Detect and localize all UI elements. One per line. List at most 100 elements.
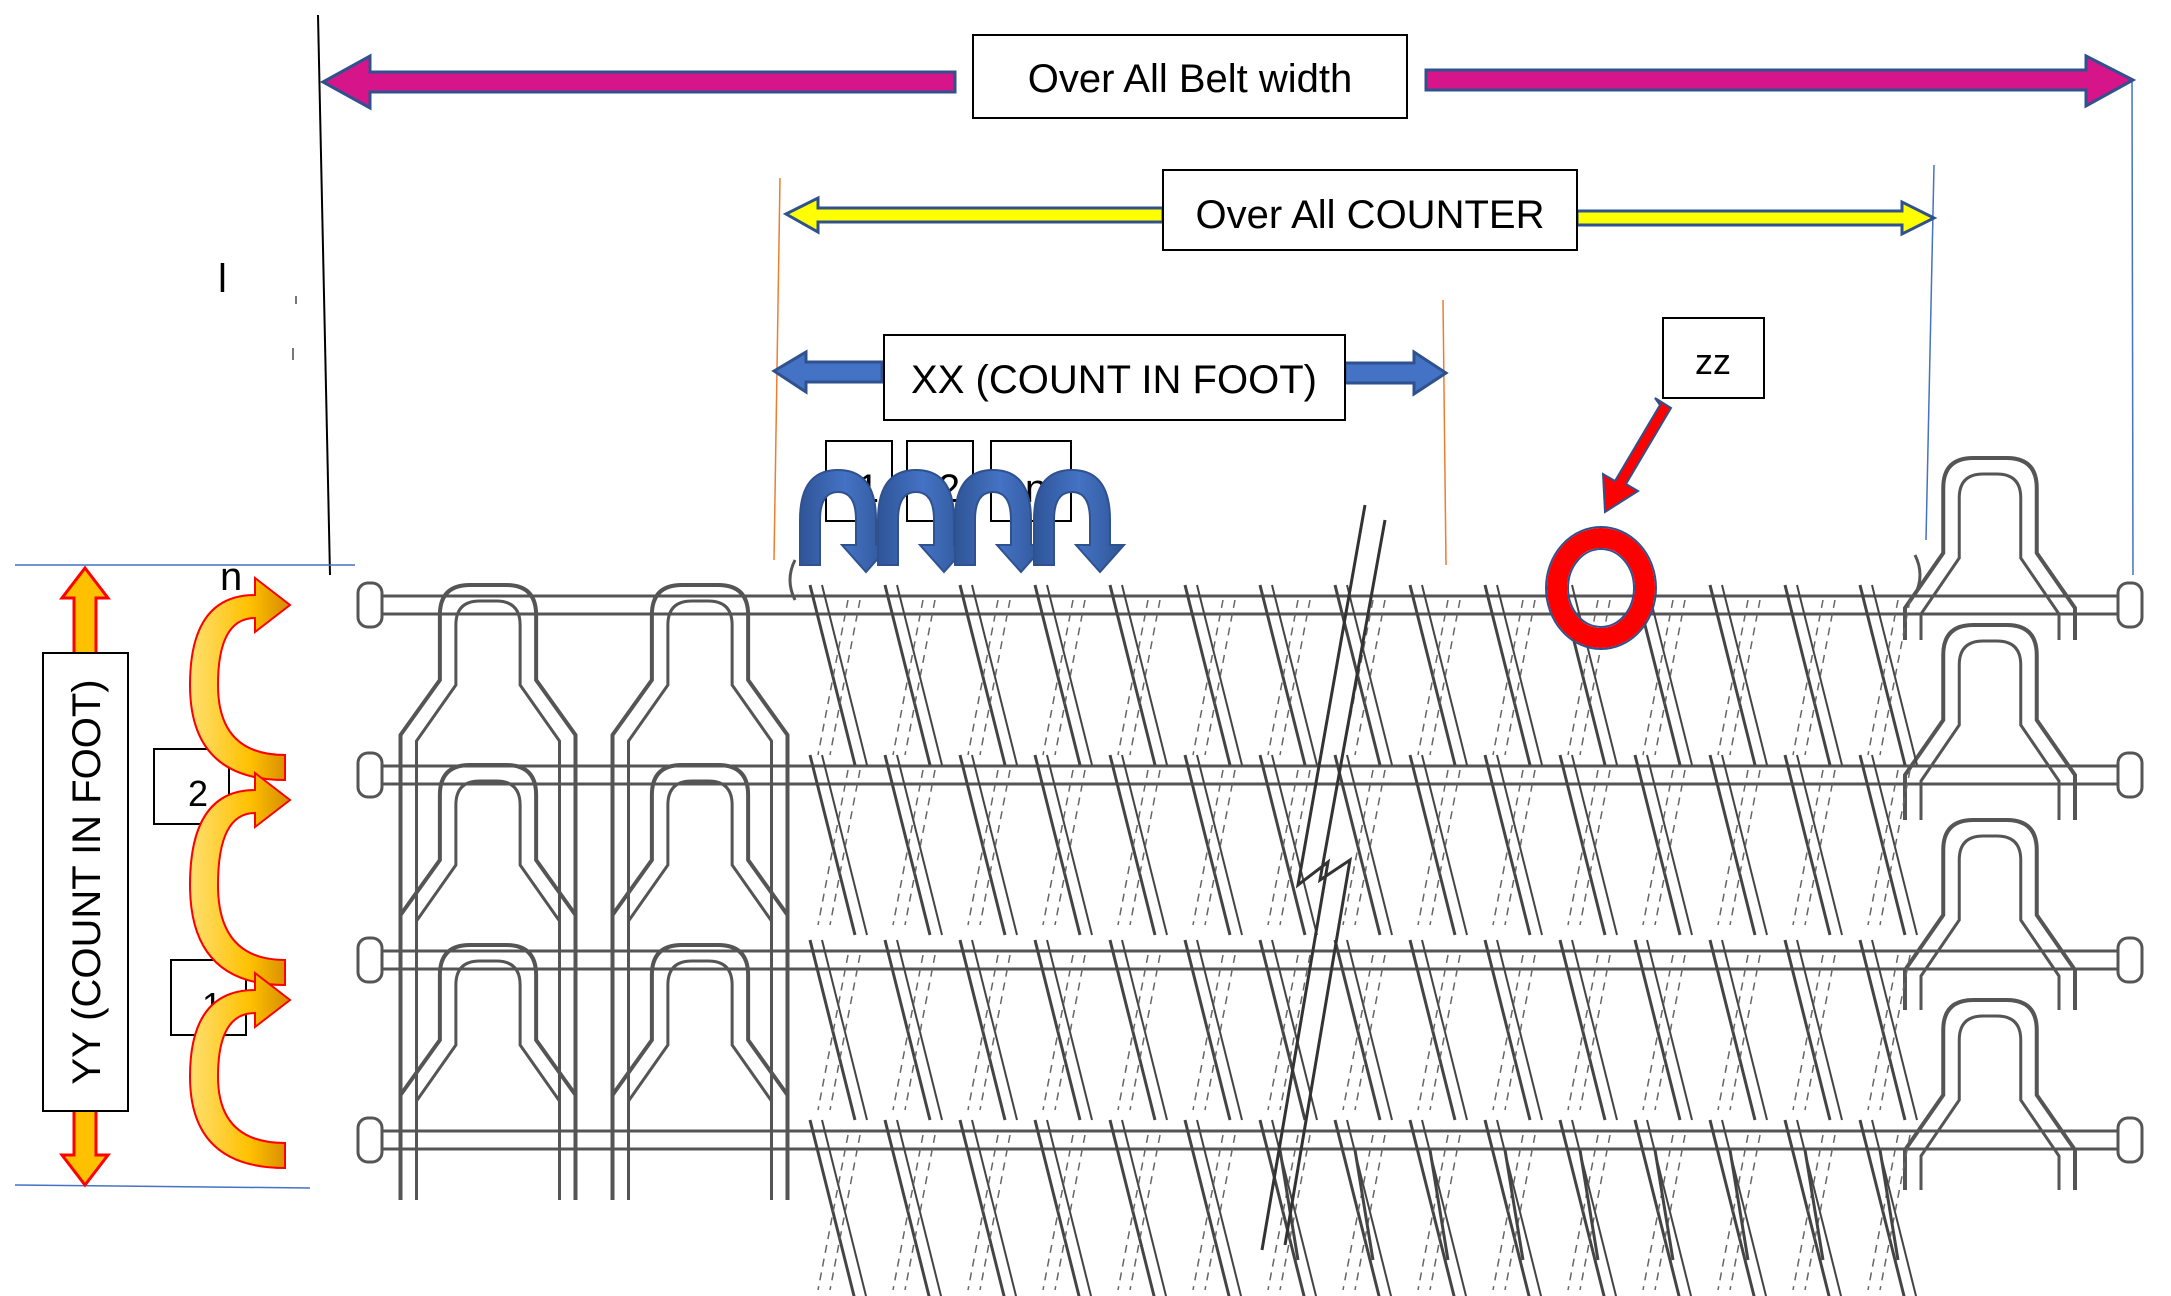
spiral-wire-hidden: [1804, 954, 1836, 1111]
curved-down-arrow-icon: [799, 468, 1127, 574]
edge-link: [1903, 818, 2077, 1010]
spiral-wires: [788, 554, 1922, 1296]
spiral-wire-hidden: [1042, 599, 1074, 756]
spiral-wire: [1558, 939, 1607, 1121]
spiral-wire: [1858, 939, 1907, 1121]
spiral-wire-hidden: [817, 1134, 849, 1291]
spiral-wire-edge: [1421, 939, 1468, 1121]
rod-end-left: [356, 936, 384, 984]
zz-box: [1662, 317, 1765, 399]
belt-width-box: [972, 34, 1408, 119]
spiral-wire-hidden: [1192, 1134, 1224, 1291]
spiral-wire-edge: [1796, 584, 1843, 766]
spiral-wire: [1033, 1119, 1081, 1296]
spiral-wire: [1183, 1119, 1231, 1296]
xx-label: XX (COUNT IN FOOT): [911, 358, 1317, 402]
spiral-wire-hidden: [1042, 1134, 1074, 1291]
spiral-wire-hidden: [1354, 1134, 1386, 1291]
spiral-wire-hidden: [1129, 1134, 1161, 1291]
cross-rod: [363, 764, 2137, 786]
spiral-wire-hidden: [979, 769, 1011, 926]
spiral-wire-hidden: [1354, 954, 1386, 1111]
spiral-wire-edge: [1121, 939, 1168, 1121]
xx-arrow-left: [771, 349, 884, 395]
spiral-wire: [1033, 754, 1082, 936]
spiral-wire: [883, 939, 932, 1121]
spiral-wire: [1333, 1119, 1381, 1296]
spiral-wire-hidden: [1204, 769, 1236, 926]
spiral-wire-edge: [1871, 584, 1918, 766]
spiral-wire-edge: [1121, 584, 1168, 766]
spiral-wire-edge: [1046, 584, 1093, 766]
spiral-wire-hidden: [1879, 769, 1911, 926]
spiral-end: [788, 559, 797, 601]
spiral-wire-hidden: [967, 769, 999, 926]
spiral-wire-hidden: [1342, 769, 1374, 926]
spiral-wire-hidden: [1717, 954, 1749, 1111]
spiral-wire-hidden: [1492, 1134, 1524, 1291]
spiral-wire-hidden: [1354, 769, 1386, 926]
stray-letter-n: n: [220, 555, 242, 599]
ring-marker-outline: [1545, 526, 1657, 650]
spiral-wire: [1653, 1149, 1675, 1261]
spiral-wire-hidden: [967, 599, 999, 756]
spiral-wire-edge: [1796, 1119, 1843, 1296]
spiral-wire: [1408, 754, 1457, 936]
spiral-wire-hidden: [1504, 769, 1536, 926]
spiral-wire-hidden: [1204, 599, 1236, 756]
spiral-wire: [1408, 1119, 1456, 1296]
spiral-wire-hidden: [1654, 599, 1686, 756]
spiral-wire-edge: [1271, 584, 1318, 766]
spiral-wire: [1258, 939, 1307, 1121]
cross-rod: [363, 949, 2137, 971]
spiral-wire: [1483, 1119, 1531, 1296]
spiral-wire-hidden: [1504, 954, 1536, 1111]
spiral-wire-hidden: [1867, 954, 1899, 1111]
spiral-wire: [808, 584, 857, 766]
rod-end-right: [2116, 1116, 2144, 1164]
spiral-wire: [1258, 584, 1307, 766]
edge-link-inner: [1919, 639, 2061, 820]
spiral-wire-edge: [1496, 584, 1543, 766]
spiral-wire-hidden: [1117, 599, 1149, 756]
spiral-wire-hidden: [1804, 599, 1836, 756]
spiral-wire-hidden: [892, 769, 924, 926]
xx-arrow-right: [1343, 349, 1449, 397]
spiral-wire-hidden: [1342, 1134, 1374, 1291]
spiral-wire: [1333, 939, 1382, 1121]
spiral-count: 1 2 n: [799, 440, 1127, 574]
yy-label: YY (COUNT IN FOOT): [65, 679, 109, 1084]
spiral-wire-hidden: [1567, 769, 1599, 926]
spiral-wire: [1408, 584, 1457, 766]
spiral-wire-hidden: [1492, 769, 1524, 926]
spiral-wire-edge: [1496, 1119, 1543, 1296]
spiral-wire-hidden: [1504, 599, 1536, 756]
spiral-wire-edge: [1721, 939, 1768, 1121]
belt-drawing: [356, 456, 2144, 1296]
yy-box: [42, 652, 129, 1112]
rod-end-left: [356, 751, 384, 799]
spiral-wire-hidden: [979, 954, 1011, 1111]
spiral-wire: [883, 584, 932, 766]
spiral-wire-hidden: [1054, 599, 1086, 756]
spiral-wire-hidden: [1729, 1134, 1761, 1291]
spiral-wire-edge: [1346, 754, 1393, 936]
spiral-wire-hidden: [892, 954, 924, 1111]
spiral-wire-edge: [1421, 754, 1468, 936]
spiral-wire: [808, 754, 857, 936]
zz-callout: zz: [1545, 317, 1765, 650]
spiral-wire-hidden: [1042, 954, 1074, 1111]
spiral-wire-edge: [896, 584, 943, 766]
spiral-wire-edge: [821, 1119, 868, 1296]
spiral-wire-hidden: [1267, 599, 1299, 756]
spiral-wire-hidden: [1354, 599, 1386, 756]
spiral-wire-hidden: [1129, 954, 1161, 1111]
spiral-wire-hidden: [1204, 954, 1236, 1111]
spiral-wire: [1108, 754, 1157, 936]
spiral-wire-hidden: [1729, 599, 1761, 756]
spiral-wire: [1858, 1119, 1906, 1296]
spiral-wire-hidden: [1867, 1134, 1899, 1291]
spiral-wire-edge: [1871, 1119, 1918, 1296]
edge-link-inner: [627, 779, 773, 1020]
spiral-wire-edge: [821, 939, 868, 1121]
